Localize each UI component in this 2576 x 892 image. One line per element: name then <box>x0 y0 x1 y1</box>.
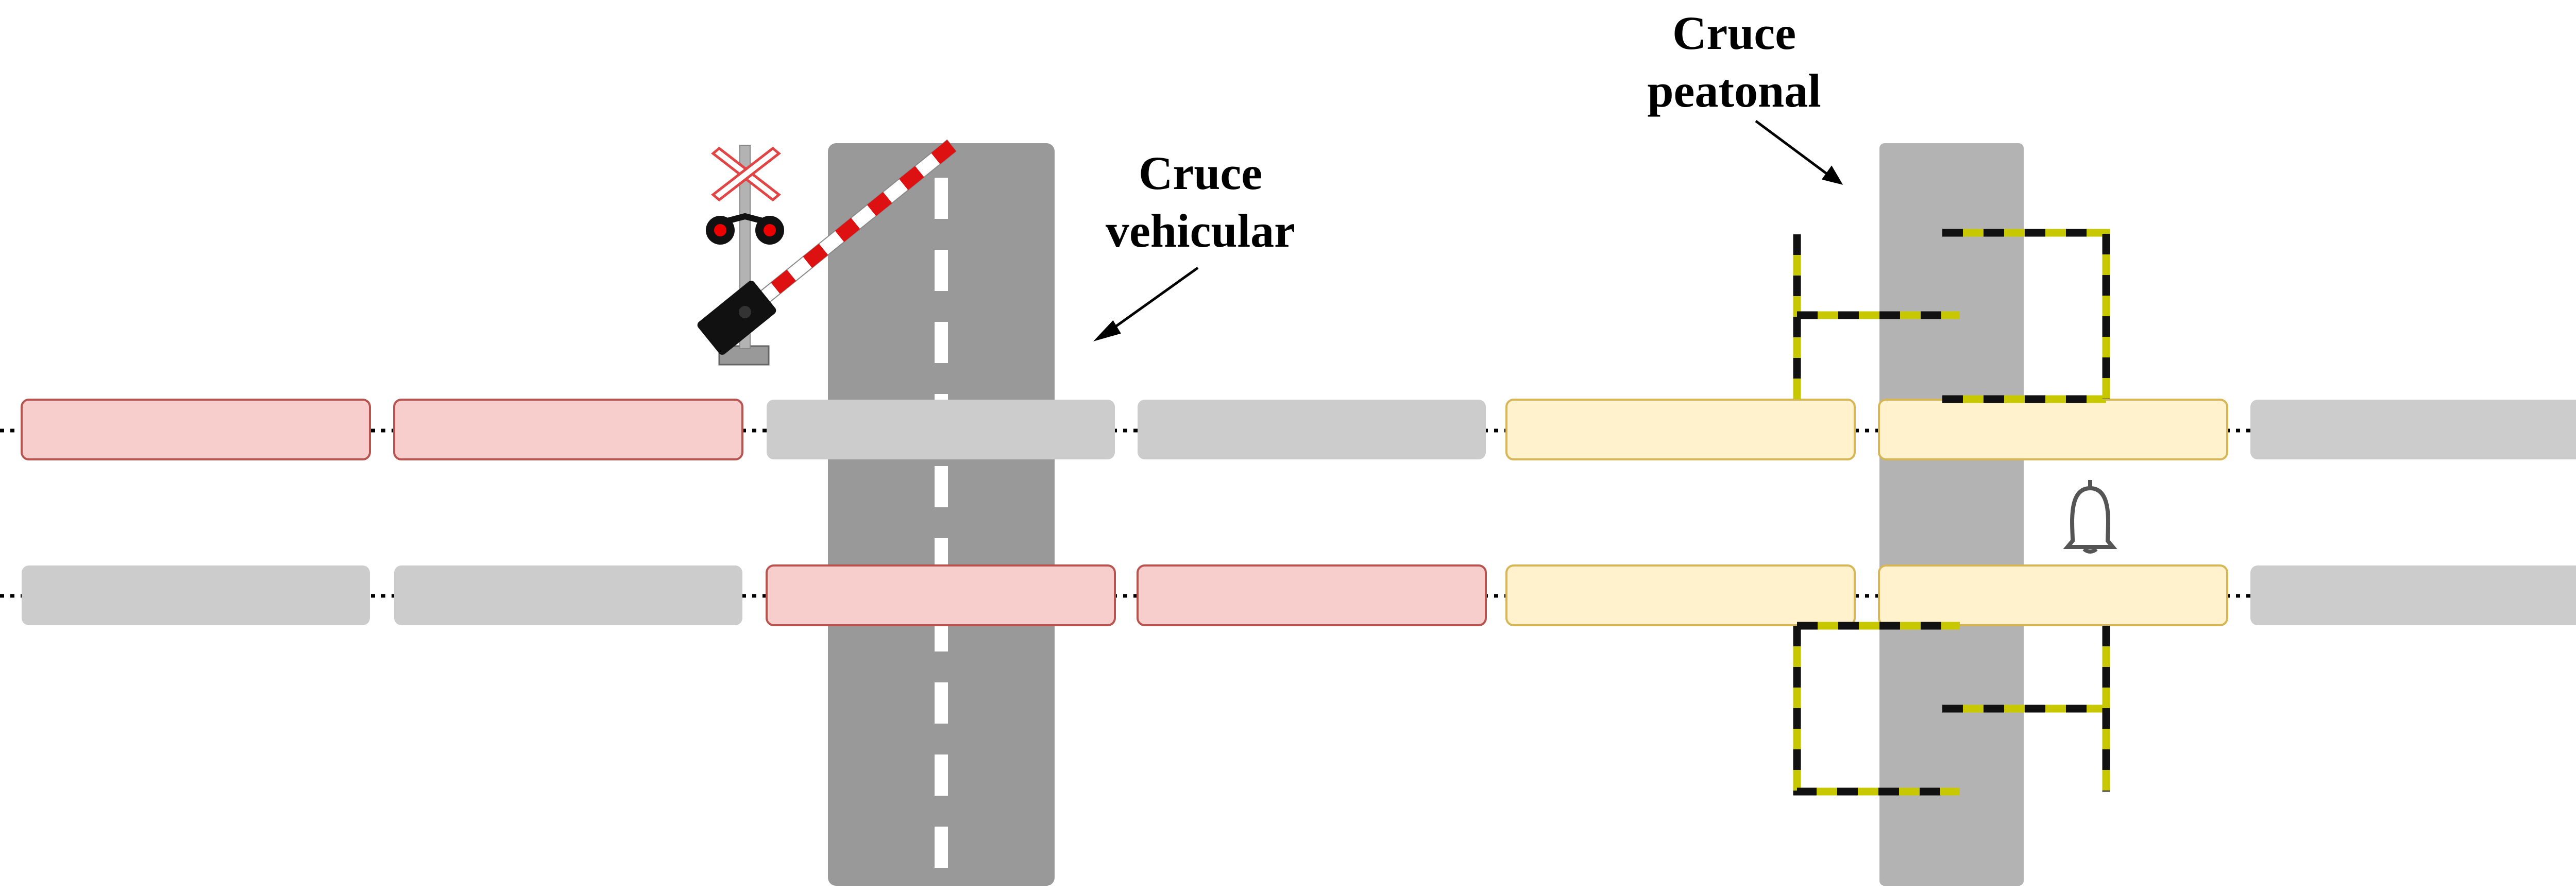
annotation-arrows <box>1093 119 1843 341</box>
pedestrian-arrow-head <box>1821 165 1843 185</box>
pedestrian-fences <box>1793 229 2110 796</box>
saint-andrews-cross-icon <box>711 146 781 202</box>
level-crossing-signal <box>697 139 957 366</box>
vehicular-arrow-head <box>1093 320 1121 341</box>
barrier-stripe <box>771 269 796 294</box>
train-car-free <box>2250 400 2576 459</box>
barrier-stripe <box>835 217 860 242</box>
track-upper <box>21 399 2576 460</box>
pedestrian-label-line1: Cruce <box>1672 7 1797 59</box>
train-car-free <box>22 565 370 625</box>
train-car-warning <box>1505 399 1856 460</box>
vehicular-label-line2: vehicular <box>1106 204 1295 257</box>
train-car-free <box>767 400 1115 459</box>
train-car-occupied <box>21 399 371 460</box>
vehicular-crossing-label: Cruce vehicular <box>1077 144 1324 260</box>
train-car-warning <box>1505 564 1856 626</box>
train-car-occupied <box>393 399 743 460</box>
barrier-stripe <box>899 166 924 191</box>
barrier-stripe <box>803 244 828 268</box>
train-car-occupied <box>766 564 1116 626</box>
fence-black-segment <box>1793 234 1960 399</box>
fence-lower-right <box>1942 626 2110 792</box>
train-car-free <box>1138 400 1486 459</box>
pedestrian-label-line2: peatonal <box>1647 64 1821 117</box>
bell-icon <box>2063 480 2117 554</box>
traffic-signal-icon <box>706 213 784 245</box>
level-crossing-barrier-icon <box>697 139 957 355</box>
barrier-stripe <box>867 192 892 216</box>
fence-black-segment <box>1942 626 2110 792</box>
fence-black-segment <box>1942 229 2110 403</box>
road-surface <box>828 143 1055 886</box>
fence-lower-left <box>1793 622 1960 796</box>
fence-black-segment <box>1793 622 1960 796</box>
train-car-warning <box>1878 399 2228 460</box>
vehicular-label-line1: Cruce <box>1138 147 1263 199</box>
pedestrian-arrow <box>1755 119 1831 178</box>
fence-upper-right <box>1942 229 2110 403</box>
pedestrian-crossing-label: Cruce peatonal <box>1611 4 1858 119</box>
track-lower <box>22 564 2576 626</box>
train-car-free <box>2250 565 2576 625</box>
train-car-warning <box>1878 564 2228 626</box>
vehicular-arrow <box>1107 266 1199 334</box>
fence-upper-left <box>1793 234 1960 399</box>
train-car-occupied <box>1137 564 1487 626</box>
vehicular-road <box>828 143 1055 886</box>
barrier-stripe <box>931 140 956 164</box>
pedestrian-walkway <box>1879 143 2024 886</box>
train-car-free <box>394 565 742 625</box>
